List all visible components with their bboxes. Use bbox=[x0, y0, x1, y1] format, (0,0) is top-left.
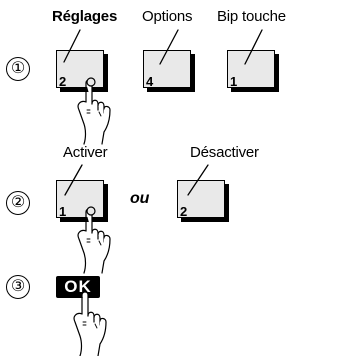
step-2-marker: ② bbox=[6, 191, 30, 215]
hand-press-key-2 bbox=[77, 79, 111, 145]
pointer-line-desactiver bbox=[187, 164, 209, 196]
press-indicator-key-2 bbox=[86, 77, 96, 87]
hand-press-key-1 bbox=[77, 208, 111, 274]
label-reglages: Réglages bbox=[52, 8, 118, 25]
step-3-marker: ③ bbox=[6, 275, 30, 299]
key-2[interactable]: 2 bbox=[56, 50, 108, 92]
label-options: Options bbox=[142, 8, 193, 25]
key-2-digit: 2 bbox=[59, 74, 67, 89]
ok-button[interactable]: OK bbox=[56, 276, 100, 298]
press-indicator-key-1 bbox=[86, 206, 96, 216]
key-1-activate-digit: 1 bbox=[59, 204, 67, 219]
key-1-digit: 1 bbox=[230, 74, 238, 89]
or-connector: ou bbox=[130, 190, 150, 207]
pointer-line-bip-touche bbox=[244, 29, 263, 65]
key-2-deactivate[interactable]: 2 bbox=[177, 180, 229, 222]
hand-press-ok bbox=[73, 291, 107, 356]
pointer-line-reglages bbox=[63, 29, 81, 63]
label-bip-touche: Bip touche bbox=[217, 8, 286, 25]
step-1-marker: ① bbox=[6, 57, 30, 81]
pointer-line-activer bbox=[64, 164, 83, 196]
key-1[interactable]: 1 bbox=[227, 50, 279, 92]
pointer-line-options bbox=[159, 29, 179, 65]
label-desactiver: Désactiver bbox=[190, 144, 259, 161]
label-activer: Activer bbox=[63, 144, 108, 161]
key-4-digit: 4 bbox=[146, 74, 154, 89]
key-2-deactivate-digit: 2 bbox=[180, 204, 188, 219]
